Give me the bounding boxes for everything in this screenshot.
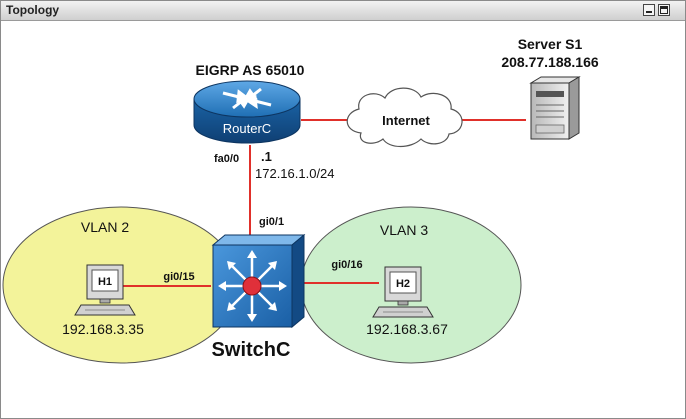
server-icon[interactable] <box>529 76 581 140</box>
title-bar: Topology <box>1 1 685 21</box>
internet-cloud-icon: Internet <box>346 87 463 148</box>
maximize-button[interactable] <box>658 4 670 16</box>
router-icon[interactable]: RouterC <box>193 80 301 144</box>
router-interface-label: fa0/0 <box>214 153 239 165</box>
switch-icon[interactable] <box>211 233 306 329</box>
switch-uplink-port-label: gi0/1 <box>259 216 284 228</box>
minimize-button[interactable] <box>643 4 655 16</box>
h2-host-label: H2 <box>396 278 410 290</box>
server-ip-label: 208.77.188.166 <box>501 54 599 70</box>
h1-port-label: gi0/15 <box>163 271 194 283</box>
topology-diagram: RouterC EIGRP AS 65010 fa0/0 .1 172.16.1… <box>2 36 599 364</box>
h1-host-label: H1 <box>98 276 112 288</box>
h1-ip-label: 192.168.3.35 <box>62 321 144 337</box>
vlan3-label: VLAN 3 <box>380 222 428 238</box>
h2-port-label: gi0/16 <box>331 259 362 271</box>
h1-computer-icon[interactable] <box>74 264 136 316</box>
h2-computer-icon[interactable] <box>372 266 434 318</box>
router-network-label: 172.16.1.0/24 <box>255 166 335 181</box>
router-host-id-label: .1 <box>261 149 272 164</box>
switch-label: SwitchC <box>212 339 291 361</box>
router-label: RouterC <box>223 121 271 136</box>
server-name-label: Server S1 <box>518 36 583 52</box>
vlan2-label: VLAN 2 <box>81 219 129 235</box>
internet-label: Internet <box>382 113 430 128</box>
window-title: Topology <box>6 3 60 17</box>
eigrp-as-label: EIGRP AS 65010 <box>196 62 305 78</box>
h2-ip-label: 192.168.3.67 <box>366 321 448 337</box>
